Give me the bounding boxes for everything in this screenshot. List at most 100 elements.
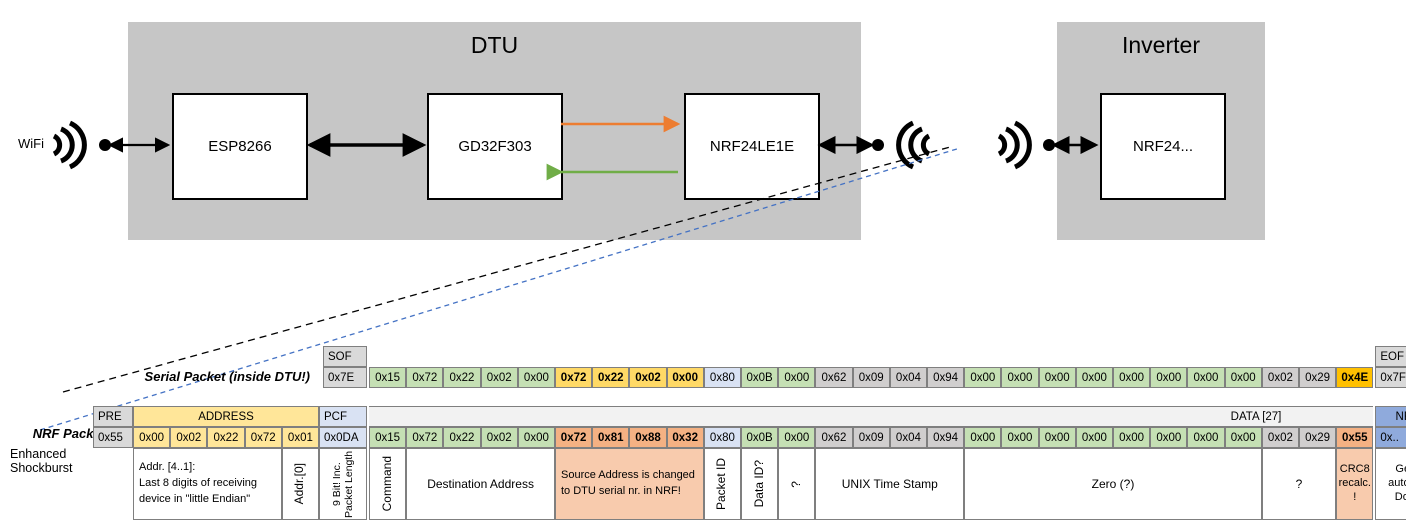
nrf-byte-21: 0x00	[1150, 427, 1188, 448]
serial-byte-8: 0x00	[666, 367, 704, 388]
desc-packet-id: Packet ID	[703, 448, 741, 520]
callout-line-serial	[62, 146, 951, 393]
nrf-byte-13: 0x09	[852, 427, 890, 448]
nrf-byte-8: 0x32	[666, 427, 704, 448]
nrf-crc-byte-0: 0x..	[1375, 427, 1406, 448]
chip-esp8266-label: ESP8266	[208, 138, 272, 155]
desc-zero: Zero (?)	[964, 448, 1262, 520]
serial-byte-20: 0x00	[1113, 367, 1151, 388]
chip-gd32f303-label: GD32F303	[458, 138, 532, 155]
serial-byte-5: 0x72	[555, 367, 593, 388]
inverter-enclosure: Inverter	[1057, 22, 1265, 240]
serial-byte-25: 0x29	[1299, 367, 1337, 388]
serial-byte-0: 0x15	[369, 367, 407, 388]
dtu-rf-antenna-icon	[896, 120, 931, 170]
serial-byte-21: 0x00	[1150, 367, 1188, 388]
nrf-byte-5: 0x72	[555, 427, 593, 448]
dtu-rf-antenna-dot	[872, 139, 884, 151]
serial-byte-6: 0x22	[592, 367, 630, 388]
nrf-address-byte-1: 0x02	[170, 427, 208, 448]
desc-addr0-text: Addr.[0]	[292, 463, 307, 505]
nrf-data-header: DATA [27]	[369, 406, 1374, 427]
chip-nrf24-label: NRF24...	[1132, 138, 1193, 155]
desc-data-id-text: Data ID?	[751, 460, 766, 508]
serial-byte-2: 0x22	[443, 367, 481, 388]
nrf-pre-header: PRE	[93, 406, 133, 427]
desc-unknown2: ?	[1261, 448, 1337, 520]
nrf-byte-4: 0x00	[517, 427, 555, 448]
desc-source: Source Address is changed to DTU serial …	[555, 448, 704, 520]
serial-byte-13: 0x09	[852, 367, 890, 388]
serial-sof-header: SOF	[323, 346, 367, 367]
nrf-byte-7: 0x88	[629, 427, 667, 448]
serial-byte-7: 0x02	[629, 367, 667, 388]
serial-byte-11: 0x00	[778, 367, 816, 388]
nrf-byte-11: 0x00	[778, 427, 816, 448]
nrf-byte-15: 0x94	[927, 427, 965, 448]
callout-line-nrf	[39, 147, 961, 431]
nrf-byte-19: 0x00	[1075, 427, 1113, 448]
chip-esp8266: ESP8266	[172, 93, 308, 200]
nrf-pcf-header: PCF	[319, 406, 367, 427]
diagram-connectors	[39, 115, 1099, 431]
desc-nrf-crc: Generated automatically. Dont Care!	[1375, 448, 1406, 520]
desc-address: Addr. [4..1]:Last 8 digits of receiving …	[133, 448, 282, 520]
nrf-byte-20: 0x00	[1113, 427, 1151, 448]
nrf-byte-1: 0x72	[406, 427, 444, 448]
serial-byte-15: 0x94	[927, 367, 965, 388]
serial-byte-4: 0x00	[517, 367, 555, 388]
serial-byte-12: 0x62	[815, 367, 853, 388]
desc-command-text: Command	[379, 456, 394, 512]
serial-byte-18: 0x00	[1038, 367, 1076, 388]
nrf-address-byte-0: 0x00	[133, 427, 171, 448]
nrf-byte-6: 0x81	[592, 427, 630, 448]
nrf-packet-sublabel: Enhanced Shockburst	[10, 447, 73, 475]
inverter-antenna-icon	[997, 120, 1032, 170]
nrf-byte-17: 0x00	[1001, 427, 1039, 448]
serial-byte-23: 0x00	[1224, 367, 1262, 388]
serial-byte-19: 0x00	[1075, 367, 1113, 388]
nrf-byte-9: 0x80	[703, 427, 741, 448]
nrf-byte-14: 0x04	[889, 427, 927, 448]
wifi-antenna-icon	[52, 120, 87, 170]
nrf-byte-18: 0x00	[1038, 427, 1076, 448]
nrf-byte-24: 0x02	[1261, 427, 1299, 448]
serial-byte-16: 0x00	[964, 367, 1002, 388]
serial-byte-17: 0x00	[1001, 367, 1039, 388]
serial-byte-10: 0x0B	[741, 367, 779, 388]
nrf-address-byte-3: 0x72	[244, 427, 282, 448]
chip-nrf24le1e: NRF24LE1E	[684, 93, 820, 200]
desc-unknown1: ?	[778, 448, 816, 520]
serial-byte-1: 0x72	[406, 367, 444, 388]
serial-byte-26: 0x4E	[1336, 367, 1374, 388]
nrf-byte-0: 0x15	[369, 427, 407, 448]
nrf-packet-label: NRF Packet	[32, 426, 105, 441]
serial-byte-9: 0x80	[703, 367, 741, 388]
chip-nrf24-inverter: NRF24...	[1100, 93, 1226, 200]
nrf-address-byte-4: 0x01	[281, 427, 319, 448]
wifi-label: WiFi	[18, 136, 44, 151]
dtu-title: DTU	[470, 32, 519, 58]
nrf-byte-25: 0x29	[1299, 427, 1337, 448]
chip-gd32f303: GD32F303	[427, 93, 563, 200]
nrf-pcf-value: 0x0DA	[319, 427, 367, 448]
nrf-pre-value: 0x55	[93, 427, 133, 448]
serial-byte-24: 0x02	[1261, 367, 1299, 388]
desc-destination: Destination Address	[406, 448, 555, 520]
chip-nrf24le1e-label: NRF24LE1E	[709, 138, 795, 155]
nrf-byte-3: 0x02	[480, 427, 518, 448]
desc-unknown1-text: ?	[788, 480, 803, 488]
block-diagram: DTU Inverter ESP8266 GD32F303 NRF24LE1E …	[18, 22, 1265, 431]
desc-timestamp: UNIX Time Stamp	[815, 448, 965, 520]
nrf-byte-2: 0x22	[443, 427, 481, 448]
nrf-crc-header: NRF CRC	[1375, 406, 1406, 427]
serial-packet-label: Serial Packet (inside DTU!)	[144, 369, 310, 384]
serial-byte-22: 0x00	[1187, 367, 1225, 388]
serial-eof-header: EOF	[1375, 346, 1406, 367]
serial-byte-14: 0x04	[889, 367, 927, 388]
serial-byte-3: 0x02	[480, 367, 518, 388]
nrf-byte-26: 0x55	[1336, 427, 1374, 448]
desc-addr0: Addr.[0]	[281, 448, 319, 520]
nrf-address-byte-2: 0x22	[207, 427, 245, 448]
